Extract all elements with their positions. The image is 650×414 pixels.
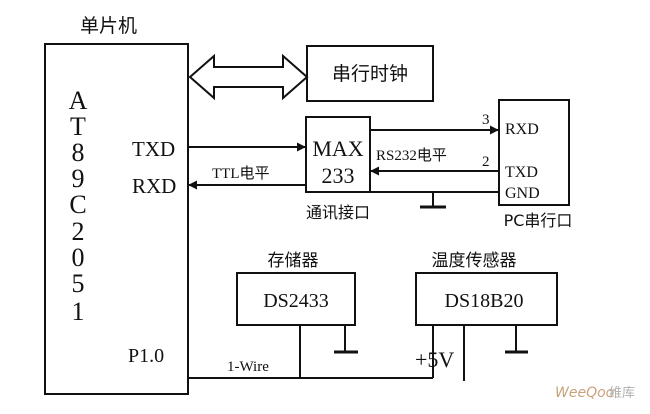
pc-gnd-label: GND <box>505 185 540 202</box>
memory-box <box>236 272 356 326</box>
pc-serial-box <box>498 99 570 206</box>
chip-char: 1 <box>72 297 85 326</box>
pin-3-label: 3 <box>482 112 490 128</box>
temp-sensor-box <box>415 272 558 326</box>
chip-char: A <box>69 86 88 115</box>
chip-char: 2 <box>72 217 85 246</box>
max233-line1: MAX <box>312 136 363 161</box>
chip-char: C <box>69 190 86 219</box>
memory-block: 存储器 DS2433 <box>236 251 358 378</box>
chip-char: T <box>70 112 86 141</box>
one-wire-label: 1-Wire <box>227 359 269 375</box>
rs232-level-label: RS232电平 <box>376 147 447 164</box>
memory-caption: 存储器 <box>268 251 319 271</box>
temp-sensor-caption: 温度传感器 <box>432 251 517 271</box>
watermark-brand: WeeQoo <box>555 385 614 401</box>
serial-clock-label: 串行时钟 <box>332 63 408 85</box>
watermark-suffix: 维库 <box>609 385 635 401</box>
chip-char: 8 <box>72 138 85 167</box>
pc-rxd-label: RXD <box>505 121 539 138</box>
mcu-chip-name: A T 8 9 C 2 0 5 1 <box>69 86 88 326</box>
chip-char: 0 <box>72 243 85 272</box>
max233-caption: 通讯接口 <box>306 203 370 222</box>
pc-serial-caption: PC串行口 <box>504 211 573 230</box>
watermark: WeeQoo 维库 <box>555 385 635 401</box>
pin-2-label: 2 <box>482 154 490 170</box>
signal-lines <box>188 125 499 209</box>
vcc-label: +5V <box>415 347 454 372</box>
p10-pin-label: P1.0 <box>128 345 164 367</box>
rxd-pin-label: RXD <box>132 174 176 198</box>
mcu-box <box>44 43 189 395</box>
max233-line2: 233 <box>322 163 355 188</box>
temp-sensor-chip-label: DS18B20 <box>445 290 524 312</box>
txd-pin-label: TXD <box>132 137 175 161</box>
pc-txd-label: TXD <box>505 164 538 181</box>
serial-clock-box <box>306 45 434 102</box>
chip-char: 9 <box>72 164 85 193</box>
serial-clock-block: 串行时钟 <box>188 45 434 102</box>
chip-char: 5 <box>72 269 85 298</box>
pc-serial-block: RXD TXD GND 3 2 PC串行口 <box>482 99 573 230</box>
memory-chip-label: DS2433 <box>263 290 329 312</box>
mcu-block: 单片机 A T 8 9 C 2 0 5 1 TXD RXD P1.0 <box>44 15 189 395</box>
bidirectional-arrow-icon <box>188 53 309 101</box>
temp-sensor-block: 温度传感器 DS18B20 +5V <box>415 251 558 381</box>
max233-block: MAX 233 通讯接口 TTL电平 RS232电平 <box>212 116 447 222</box>
ttl-level-label: TTL电平 <box>212 165 270 182</box>
max233-box <box>305 116 371 193</box>
mcu-title: 单片机 <box>80 15 137 37</box>
